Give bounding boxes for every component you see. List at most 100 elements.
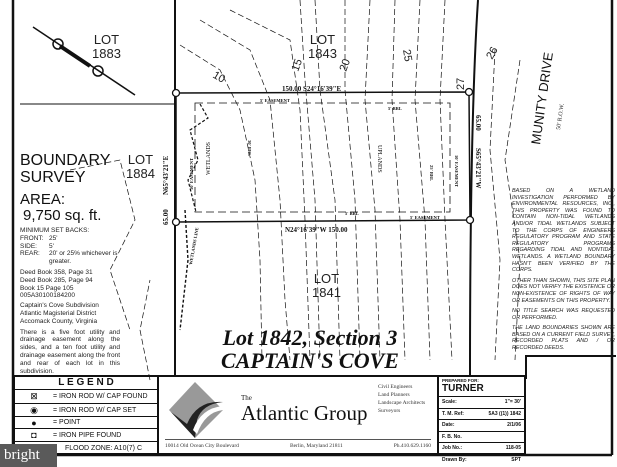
legend-label: = POINT: [53, 419, 81, 426]
company-address: 10014 Old Ocean City Boulevard: [165, 443, 239, 449]
easement-right-label: 10' EASEMENT: [454, 155, 459, 187]
wetland-notes: Based on a wetland investigation perform…: [512, 188, 615, 356]
legend-heading: L E G E N D: [58, 377, 114, 388]
info-value: 2/1/06: [507, 422, 521, 429]
lot-1843-text: LOT 1843: [308, 32, 337, 61]
info-key: Scale:: [442, 399, 457, 406]
rear-value: 20' or 25% whichever is greater.: [49, 250, 118, 266]
lot-1884-label: LOT 1884: [126, 153, 155, 181]
lot-1841-label: LOT 1841: [312, 272, 341, 300]
location-line: Atlantic Magisterial District: [20, 309, 97, 317]
note: Other than shown, this site plan does no…: [512, 277, 615, 304]
contour-26: 26: [484, 45, 501, 62]
point-icon: ●: [31, 417, 37, 428]
survey-heading: BOUNDARY SURVEY: [20, 152, 111, 186]
brl-left-label: 30' BRL: [247, 140, 252, 156]
contour-27: 27: [455, 78, 467, 90]
iron-rod-cap-icon: [171, 217, 181, 227]
info-value: 1"= 30': [504, 399, 521, 406]
info-key: T. M. Ref:: [442, 410, 464, 417]
distance-right: 65.00: [474, 115, 482, 131]
info-value: SPT: [511, 456, 521, 463]
service: Landscape Architects: [378, 400, 426, 406]
info-row: Date: 2/1/06: [439, 419, 524, 431]
service: Land Planners: [378, 392, 410, 398]
brl-bottom-label: 5' BRL: [345, 211, 359, 216]
company-phone: Ph.410.629.1160: [393, 443, 431, 449]
deed-ref: Deed Book 285, Page 94: [20, 276, 93, 284]
road-row: 50' R.O.W.: [556, 103, 566, 131]
iron-rod-cap-icon: [171, 88, 181, 98]
survey-info: BOUNDARY SURVEY AREA: 9,750 sq. ft. MINI…: [20, 152, 120, 375]
setbacks-title: MINIMUM SET BACKS:: [20, 227, 90, 234]
lot-1843-label: LOT 1843: [308, 33, 337, 61]
info-value: 118-05: [505, 445, 521, 452]
atlantic-group-logo-icon: [169, 382, 223, 438]
info-key: Date:: [442, 422, 455, 429]
prepared-for-block: PREPARED FOR: TURNER Scale:1"= 30' T. M.…: [437, 375, 526, 463]
legend-item: ⊠= IRON ROD W/ CAP FOUND: [15, 389, 157, 403]
brl-right-label: 25' BRL: [429, 165, 434, 181]
info-row: T. M. Ref: 5A3 ((1)) 1842: [439, 407, 524, 420]
plat-subtitle: CAPTAIN'S COVE: [221, 348, 399, 373]
north-arrow-icon: [32, 26, 136, 96]
uplands-label: UPLANDS: [376, 145, 382, 173]
building-restriction-line: [194, 102, 451, 213]
iron-rod-cap-icon: [464, 87, 474, 97]
bearing-bottom: N24°16'39"W 150.00: [285, 226, 348, 234]
info-row: Scale: 1"= 30': [439, 396, 524, 408]
location-line: Captain's Cove Subdivision: [20, 302, 99, 310]
lot-1841-text: LOT 1841: [312, 271, 341, 300]
note: The land boundaries shown are based on a…: [512, 325, 615, 352]
contour-10: 10: [211, 69, 228, 86]
setback-rear: REAR: 20' or 25% whichever is greater.: [20, 250, 120, 266]
contour-20: 20: [338, 57, 353, 73]
bearing-left: N65°43'21"E: [162, 155, 170, 195]
easement-top-label: 5' EASEMENT: [260, 98, 290, 103]
wetlands-boundary: [187, 103, 209, 213]
company-contact: 10014 Old Ocean City Boulevard Berlin, M…: [165, 439, 431, 449]
distance-left: 65.00: [162, 209, 170, 225]
lot-1883-label: LOT 1883: [92, 33, 121, 61]
legend-item: ◘= IRON PIPE FOUND: [15, 428, 157, 441]
road-name: MUNITY DRIVE: [528, 51, 556, 145]
legend: L E G E N D ⊠= IRON ROD W/ CAP FOUND ◉= …: [13, 375, 159, 455]
service: Civil Engineers: [378, 384, 413, 390]
legend-item: ● = POINT: [15, 416, 157, 428]
lot-1884-text: LOT 1884: [126, 152, 155, 181]
legend-item: ◉= IRON ROD W/ CAP SET: [15, 403, 157, 416]
front-label: FRONT:: [20, 234, 44, 242]
front-value: 25': [49, 234, 58, 242]
rear-label: REAR:: [20, 250, 40, 258]
service: Surveyors: [378, 408, 401, 414]
iron-pipe-found-icon: ◘: [31, 430, 37, 440]
info-row: Drawn By:SPT: [439, 453, 524, 466]
setback-front: FRONT: 25': [20, 235, 120, 243]
note: Based on a wetland investigation perform…: [512, 188, 615, 274]
wetlands-line-label: WETLANDS LINE: [188, 227, 200, 265]
plat-title: Lot 1842, Section 3: [222, 325, 398, 350]
legend-label: = IRON ROD W/ CAP FOUND: [53, 393, 148, 400]
side-label: SIDE:: [20, 242, 37, 250]
company-city: Berlin, Maryland 21811: [289, 443, 343, 449]
info-row: Job No.:118-05: [439, 442, 524, 454]
wetlands-label: WETLANDS: [206, 142, 212, 175]
wetlands-line: [179, 209, 189, 331]
setback-side: SIDE:5': [20, 243, 120, 251]
road-edge: [469, 0, 479, 376]
easement-bottom-label: 5' EASEMENT: [410, 215, 440, 220]
iron-rod-cap-icon: [465, 215, 475, 225]
legend-label: = IRON ROD W/ CAP SET: [53, 406, 137, 414]
flood-zone: FLOOD ZONE: A10(7) C: [15, 441, 157, 455]
area-value: 9,750 sq. ft.: [23, 207, 102, 224]
area-label: AREA:: [20, 191, 66, 208]
mls-watermark: bright MLS: [0, 444, 57, 467]
location-line: Accomack County, Virginia: [20, 317, 98, 325]
info-value: 5A3 ((1)) 1842: [488, 410, 521, 417]
note: No title search was requested or perform…: [512, 308, 615, 321]
info-row: F. B. No.: [439, 430, 524, 443]
contour-15: 15: [290, 57, 305, 73]
notes-box: [525, 355, 616, 379]
lot-1883-text: LOT 1883: [92, 32, 121, 61]
